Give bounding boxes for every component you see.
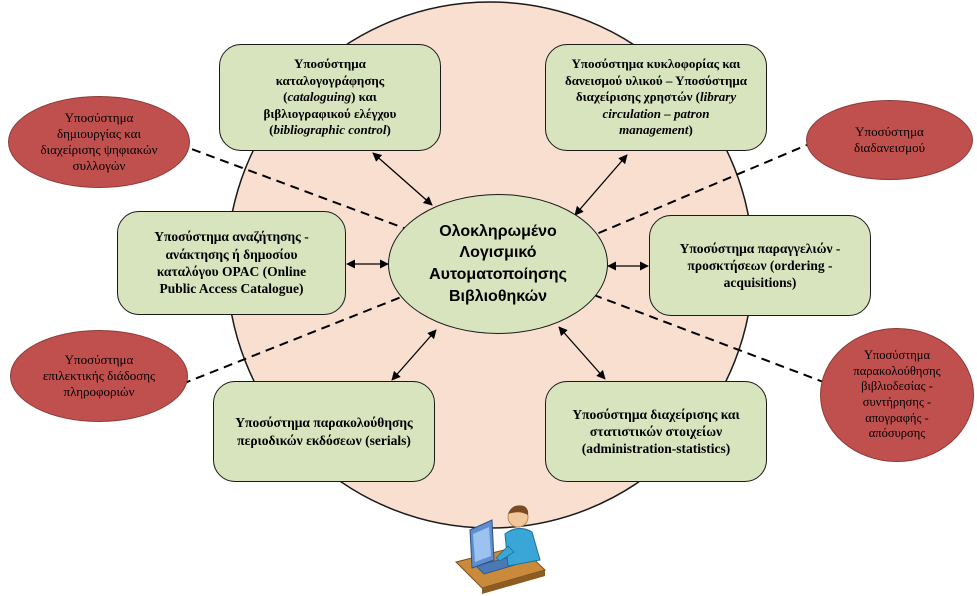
arrow-administration bbox=[558, 326, 606, 380]
module-circulation-label: Υποσύστημα κυκλοφορίας και δανεισμού υλι… bbox=[565, 56, 747, 139]
module-cataloguing-label: Υποσύστημα καταλογογράφησης (cataloguing… bbox=[264, 56, 397, 139]
extension-preservation: Υποσύστημα παρακολούθησης βιβλιοδεσίας -… bbox=[820, 328, 974, 462]
circulation-text-1: Υποσύστημα κυκλοφορίας και δανεισμού υλι… bbox=[564, 55, 747, 105]
cataloguing-text-2: ) και βιβλιογραφικού ελέγχου ( bbox=[263, 89, 397, 138]
cataloguing-term: cataloguing bbox=[287, 89, 352, 105]
dashed-link-preservation bbox=[593, 294, 827, 384]
extension-interlending: Υποσύστημα διαδανεισμού bbox=[806, 100, 973, 180]
module-ordering: Υποσύστημα παραγγελιών - προσκτήσεων (or… bbox=[649, 215, 871, 316]
core-library-software: Ολοκληρωμένο Λογισμικό Αυτοματοποίησης Β… bbox=[388, 194, 608, 334]
extension-digital-collections-label: Υποσύστημα δημιουργίας και διαχείρισης ψ… bbox=[40, 109, 158, 174]
arrow-circulation bbox=[574, 154, 628, 216]
arrow-serials bbox=[391, 329, 437, 381]
circulation-term: library circulation – patron management bbox=[602, 89, 737, 138]
extension-sdi: Υποσύστημα επιλεκτικής διάδοσης πληροφορ… bbox=[10, 330, 188, 422]
bibliographic-control-term: bibliographic control bbox=[273, 122, 387, 138]
module-serials: Υποσύστημα παρακολούθησης περιοδικών εκδ… bbox=[213, 381, 435, 482]
module-administration-label: Υποσύστημα διαχείρισης και στατιστικών σ… bbox=[572, 406, 740, 457]
module-circulation: Υποσύστημα κυκλοφορίας και δανεισμού υλι… bbox=[545, 44, 767, 151]
dashed-link-digital-collections bbox=[177, 143, 421, 235]
dashed-link-interlending bbox=[593, 141, 815, 236]
extension-interlending-label: Υποσύστημα διαδανεισμού bbox=[853, 123, 926, 155]
circulation-text-2: ) bbox=[688, 122, 693, 138]
extension-preservation-label: Υποσύστημα παρακολούθησης βιβλιοδεσίας -… bbox=[853, 348, 941, 441]
extension-sdi-label: Υποσύστημα επιλεκτικής διάδοσης πληροφορ… bbox=[42, 351, 156, 400]
computer-user-icon bbox=[455, 505, 546, 594]
cataloguing-text-3: ) bbox=[386, 122, 391, 138]
module-serials-label: Υποσύστημα παρακολούθησης περιοδικών εκδ… bbox=[235, 415, 413, 448]
core-library-software-label: Ολοκληρωμένο Λογισμικό Αυτοματοποίησης Β… bbox=[429, 222, 567, 305]
cataloguing-text-1: Υποσύστημα καταλογογράφησης ( bbox=[275, 55, 385, 105]
module-ordering-label: Υποσύστημα παραγγελιών - προσκτήσεων (or… bbox=[679, 240, 841, 291]
extension-digital-collections: Υποσύστημα δημιουργίας και διαχείρισης ψ… bbox=[8, 96, 190, 188]
module-cataloguing: Υποσύστημα καταλογογράφησης (cataloguing… bbox=[219, 44, 441, 151]
arrow-cataloguing bbox=[372, 152, 433, 206]
module-administration: Υποσύστημα διαχείρισης και στατιστικών σ… bbox=[545, 381, 767, 482]
module-opac: Υποσύστημα αναζήτησης - ανάκτησης ή δημο… bbox=[117, 211, 346, 315]
module-opac-label: Υποσύστημα αναζήτησης - ανάκτησης ή δημο… bbox=[154, 229, 309, 297]
dashed-link-sdi bbox=[181, 291, 415, 385]
